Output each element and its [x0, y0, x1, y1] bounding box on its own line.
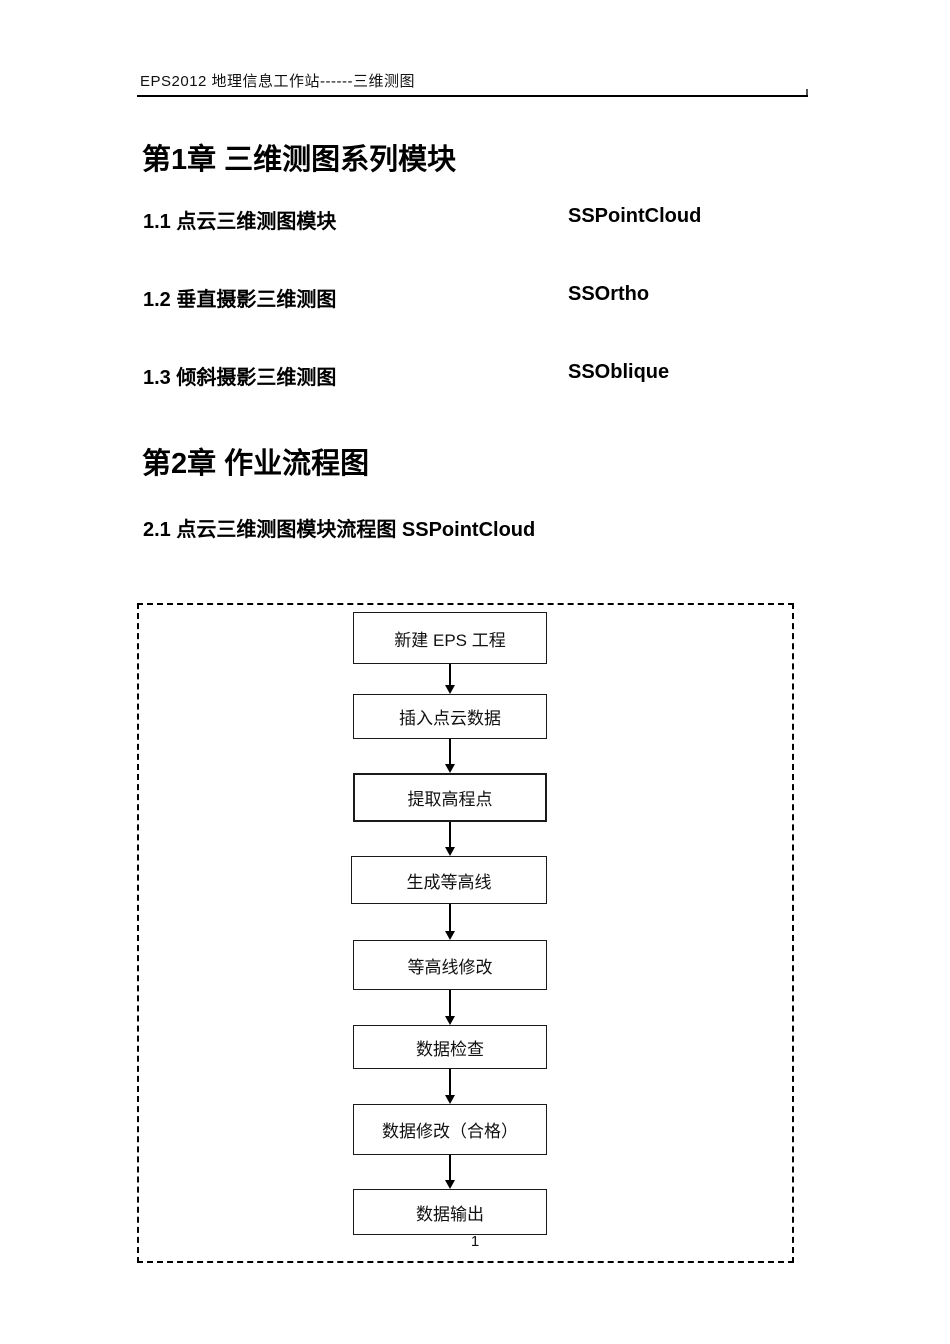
down-arrow-icon — [445, 904, 455, 940]
flowchart-node-data-output: 数据输出 — [353, 1189, 547, 1235]
section-1-2-module-name: SSOrtho — [568, 283, 650, 305]
flowchart-node-insert-pointcloud: 插入点云数据 — [353, 694, 547, 739]
down-arrow-icon — [445, 990, 455, 1025]
down-arrow-icon — [445, 664, 455, 694]
section-2-1-title: 2.1 点云三维测图模块流程图 SSPointCloud — [143, 519, 536, 541]
down-arrow-icon — [445, 1069, 455, 1104]
section-1-2-row: 1.2 垂直摄影三维测图 SSOrtho — [143, 283, 803, 312]
flowchart-node-modify-contours: 等高线修改 — [353, 940, 547, 990]
header-rule — [137, 95, 808, 97]
page-number: 1 — [470, 1233, 480, 1250]
section-1-1-label: 1.1 点云三维测图模块 — [143, 211, 337, 233]
chapter-2-title: 第2章 作业流程图 — [142, 448, 370, 480]
flowchart-node-extract-elevation-points: 提取高程点 — [353, 773, 547, 822]
flowchart-node-data-modify-qualified: 数据修改（合格） — [353, 1104, 547, 1155]
page-header-text: EPS2012 地理信息工作站------三维测图 — [140, 73, 416, 90]
section-1-1-row: 1.1 点云三维测图模块 SSPointCloud — [143, 205, 803, 234]
flowchart-node-generate-contours: 生成等高线 — [351, 856, 547, 904]
header-rule-end-tick — [806, 89, 808, 95]
down-arrow-icon — [445, 822, 455, 856]
section-1-3-label: 1.3 倾斜摄影三维测图 — [143, 367, 337, 389]
down-arrow-icon — [445, 1155, 455, 1189]
section-1-3-row: 1.3 倾斜摄影三维测图 SSOblique — [143, 361, 803, 390]
section-1-1-module-name: SSPointCloud — [568, 205, 702, 227]
section-1-2-label: 1.2 垂直摄影三维测图 — [143, 289, 337, 311]
flowchart-node-data-check: 数据检查 — [353, 1025, 547, 1069]
down-arrow-icon — [445, 739, 455, 773]
flowchart-node-new-eps-project: 新建 EPS 工程 — [353, 612, 547, 664]
chapter-1-title: 第1章 三维测图系列模块 — [142, 144, 457, 176]
section-1-3-module-name: SSOblique — [568, 361, 670, 383]
flowchart-container: 新建 EPS 工程 插入点云数据 提取高程点 生成等高线 等高线修改 数据检查 … — [137, 603, 794, 1263]
